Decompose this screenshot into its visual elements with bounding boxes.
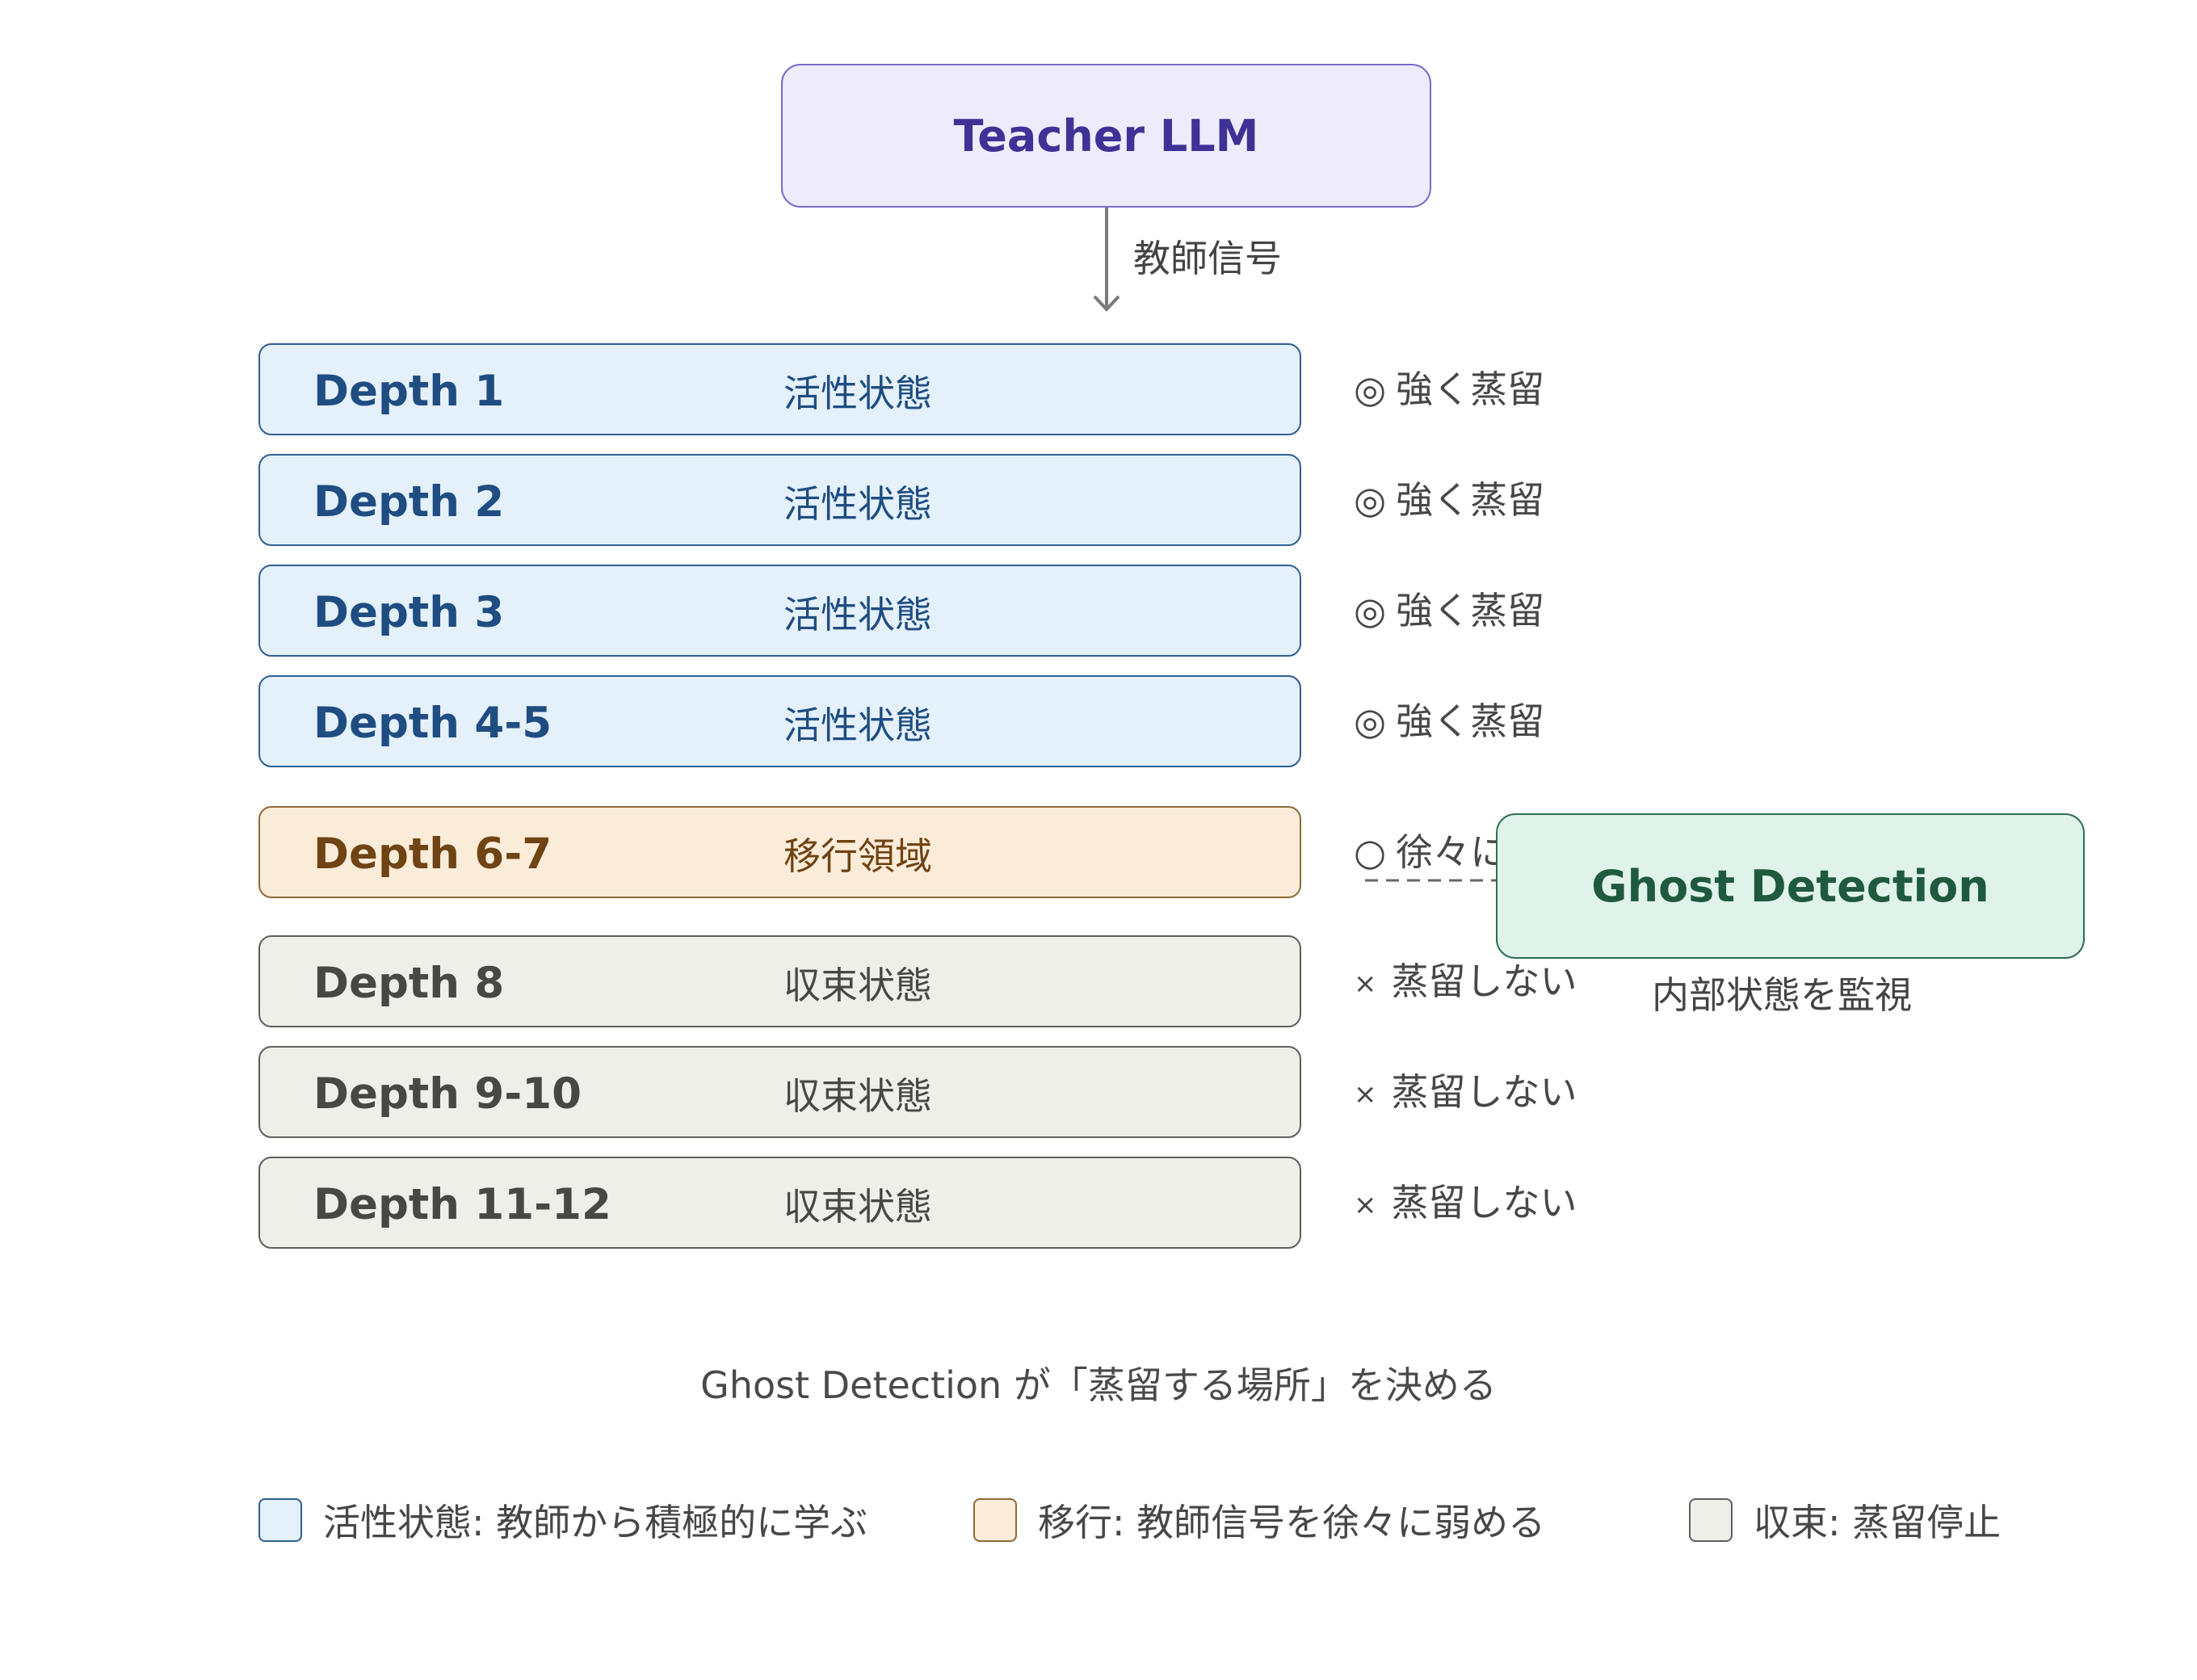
depth-status-2: ◎強く蒸留 (1354, 476, 1544, 524)
status-text: 蒸留しない (1391, 960, 1577, 1003)
status-text: 強く蒸留 (1396, 699, 1545, 743)
depth-state: 活性状態 (783, 372, 932, 415)
status-text: 強く蒸留 (1396, 589, 1545, 632)
depth-row-3: Depth 3 活性状態 (258, 565, 1301, 657)
depth-name: Depth 3 (313, 587, 505, 637)
ghost-connector-line (1365, 879, 1498, 882)
legend-label: 収束: 蒸留停止 (1754, 1501, 2002, 1544)
depth-state: 活性状態 (783, 593, 932, 636)
depth-status-11-12: × 蒸留しない (1354, 1178, 1577, 1227)
status-symbol: ○ (1354, 830, 1387, 874)
ghost-detection-sublabel: 内部状態を監視 (1652, 973, 1912, 1017)
teacher-llm-node: Teacher LLM (781, 64, 1431, 208)
legend-item-active: 活性状態: 教師から積極的に学ぶ (258, 1496, 867, 1544)
depth-status-3: ◎強く蒸留 (1354, 586, 1544, 635)
depth-state: 移行領域 (783, 834, 932, 878)
legend-swatch-converge (1689, 1498, 1733, 1542)
depth-state: 活性状態 (783, 482, 932, 526)
depth-row-8: Depth 8 収束状態 (258, 935, 1301, 1027)
status-symbol: ◎ (1354, 368, 1387, 411)
depth-name: Depth 2 (313, 477, 505, 527)
depth-row-9-10: Depth 9-10 収束状態 (258, 1046, 1301, 1138)
depth-row-11-12: Depth 11-12 収束状態 (258, 1157, 1301, 1249)
depth-row-2: Depth 2 活性状態 (258, 454, 1301, 546)
legend-item-converge: 収束: 蒸留停止 (1689, 1496, 2001, 1544)
depth-name: Depth 1 (313, 366, 505, 416)
depth-name: Depth 6-7 (313, 829, 552, 879)
depth-state: 収束状態 (783, 1185, 932, 1228)
depth-status-9-10: × 蒸留しない (1354, 1068, 1577, 1116)
status-text: 強く蒸留 (1396, 478, 1545, 522)
depth-state: 活性状態 (783, 704, 932, 747)
status-symbol: × (1354, 968, 1377, 1000)
depth-status-4-5: ◎強く蒸留 (1354, 697, 1544, 746)
depth-row-4-5: Depth 4-5 活性状態 (258, 675, 1301, 767)
status-symbol: × (1354, 1078, 1377, 1111)
legend-label: 移行: 教師信号を徐々に弱める (1038, 1501, 1546, 1544)
status-text: 蒸留しない (1391, 1181, 1577, 1224)
status-text: 強く蒸留 (1396, 368, 1545, 411)
depth-row-6-7: Depth 6-7 移行領域 (258, 806, 1301, 898)
depth-name: Depth 4-5 (313, 698, 552, 748)
status-symbol: ◎ (1354, 589, 1387, 632)
depth-name: Depth 11-12 (313, 1179, 611, 1229)
teacher-signal-arrow (1093, 208, 1120, 312)
depth-name: Depth 9-10 (313, 1069, 582, 1119)
depth-status-8: × 蒸留しない (1354, 957, 1577, 1006)
ghost-detection-node: Ghost Detection (1496, 813, 2085, 959)
depth-row-1: Depth 1 活性状態 (258, 343, 1301, 435)
legend-item-transition: 移行: 教師信号を徐々に弱める (973, 1496, 1545, 1544)
legend-swatch-transition (973, 1498, 1017, 1542)
status-symbol: ◎ (1354, 699, 1387, 743)
depth-state: 収束状態 (783, 964, 932, 1007)
depth-status-1: ◎強く蒸留 (1354, 365, 1544, 414)
legend-swatch-active (258, 1498, 302, 1542)
diagram-caption: Ghost Detection が「蒸留する場所」を決める (700, 1363, 1497, 1407)
depth-state: 収束状態 (783, 1074, 932, 1118)
teacher-signal-label: 教師信号 (1133, 237, 1282, 280)
status-symbol: × (1354, 1189, 1377, 1221)
depth-name: Depth 8 (313, 958, 505, 1008)
legend-label: 活性状態: 教師から積極的に学ぶ (323, 1501, 868, 1544)
status-symbol: ◎ (1354, 478, 1387, 522)
status-text: 蒸留しない (1391, 1070, 1577, 1114)
